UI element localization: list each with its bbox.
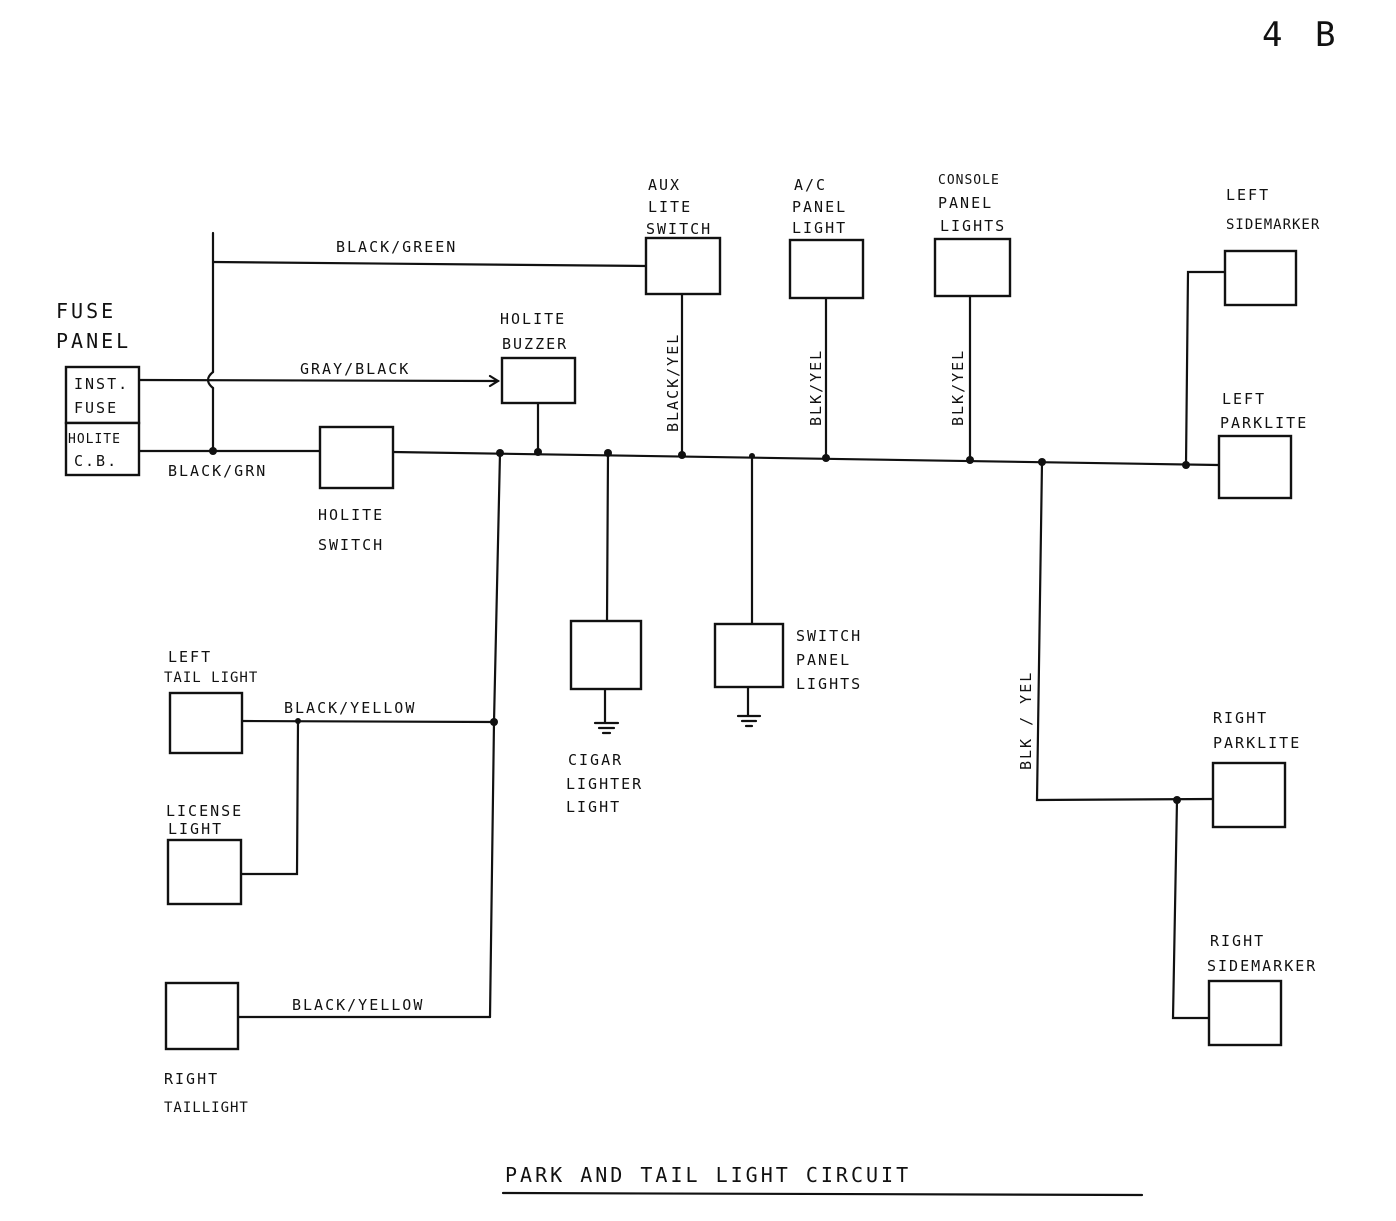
junctions (209, 447, 1190, 804)
holite-cb-box (64, 421, 141, 477)
console-panel-lights-label: PANEL (938, 194, 993, 212)
junction-dot (749, 453, 755, 459)
fuse-panel-label: FUSE (56, 299, 116, 323)
left-parklite-label: LEFT (1222, 390, 1266, 408)
right-sidemarker-label: RIGHT (1210, 932, 1265, 950)
aux-lite-switch-label: LITE (648, 198, 692, 216)
junction-dot (496, 449, 504, 457)
aux-lite-switch-box (644, 236, 722, 296)
main-bus-wire (391, 450, 1220, 467)
page-number: 4 B (1262, 15, 1341, 55)
junction-dot (209, 447, 217, 455)
holite-cb-label: C.B. (74, 452, 118, 470)
diagram-title: PARK AND TAIL LIGHT CIRCUIT (505, 1163, 911, 1187)
right-sidemarker-wire (1171, 798, 1211, 1020)
console-panel-lights-label: LIGHTS (940, 217, 1006, 235)
ac-light-wire-label: BLK/YEL (807, 349, 825, 426)
junction-dot (604, 449, 612, 457)
license-light-wire (239, 719, 300, 876)
ac-panel-light-box (788, 238, 865, 300)
left-tail-wire (240, 719, 496, 724)
holite-switch-box (318, 425, 395, 490)
right-side-wire-label: BLK / YEL (1017, 671, 1035, 770)
junction-dot (295, 718, 301, 724)
tail-light-vertical-wire (488, 451, 502, 1019)
console-light-wire-label: BLK/YEL (949, 349, 967, 426)
ac-panel-light-label: PANEL (792, 198, 847, 216)
labels: FUSE PANEL INST. FUSE HOLITE C.B. BLACK/… (56, 173, 1320, 1197)
left-sidemarker-wire (1184, 270, 1227, 467)
right-sidemarker-label: SIDEMARKER (1207, 957, 1317, 975)
right-parklite-box (1211, 761, 1287, 829)
inst-fuse-label: INST. (74, 375, 129, 393)
black-green-wire (211, 260, 648, 268)
gray-black-wire (137, 378, 500, 383)
cigar-lighter-light-label: CIGAR (568, 751, 623, 769)
junction-dot (1173, 796, 1181, 804)
ac-panel-light-label: A/C (794, 176, 827, 194)
junction-dot (678, 451, 686, 459)
right-parklite-label: RIGHT (1213, 709, 1268, 727)
wires (137, 231, 1227, 1020)
junction-dot (534, 448, 542, 456)
cigar-lighter-light-label: LIGHTER (566, 775, 643, 793)
license-light-label: LIGHT (168, 820, 223, 838)
switch-panel-lights-label: LIGHTS (796, 675, 862, 693)
junction-dot (1182, 461, 1190, 469)
cigar-light-drop-wire (605, 451, 610, 623)
junction-dot (490, 718, 498, 726)
right-tail-light-box (164, 981, 240, 1051)
left-tail-wire-label: BLACK/YELLOW (284, 699, 416, 717)
holite-switch-label: HOLITE (318, 506, 384, 524)
right-tail-light-label: TAILLIGHT (164, 1100, 249, 1116)
left-tail-light-label: TAIL LIGHT (164, 670, 258, 686)
aux-lite-switch-label: SWITCH (646, 220, 712, 238)
junction-dot (1038, 458, 1046, 466)
right-side-drop-wire (1035, 460, 1215, 802)
switch-panel-lights-box (713, 622, 785, 689)
right-parklite-label: PARKLITE (1213, 734, 1301, 752)
components (64, 236, 1298, 1051)
left-sidemarker-label: SIDEMARKER (1226, 217, 1320, 233)
ac-panel-light-label: LIGHT (792, 219, 847, 237)
cigar-lighter-light-box (569, 619, 643, 691)
holite-buzzer-label: BUZZER (502, 335, 568, 353)
cigar-lighter-light-label: LIGHT (566, 798, 621, 816)
license-light-box (166, 838, 243, 906)
buzzer-arrow (488, 374, 501, 388)
license-light-label: LICENSE (166, 802, 243, 820)
left-sidemarker-label: LEFT (1226, 186, 1270, 204)
console-panel-lights-label: CONSOLE (938, 173, 1000, 188)
switch-panel-lights-label: PANEL (796, 651, 851, 669)
fuse-panel-label: PANEL (56, 329, 131, 353)
holite-cb-label: HOLITE (68, 432, 121, 447)
left-parklite-label: PARKLITE (1220, 414, 1308, 432)
console-panel-lights-box (933, 237, 1012, 298)
inst-fuse-label: FUSE (74, 399, 118, 417)
gray-black-wire-label: GRAY/BLACK (300, 360, 410, 378)
black-grn-wire-label: BLACK/GRN (168, 462, 267, 480)
left-tail-light-box (168, 691, 244, 755)
switch-panel-lights-label: SWITCH (796, 627, 862, 645)
title-underline (501, 1191, 1144, 1197)
holite-switch-label: SWITCH (318, 536, 384, 554)
black-green-wire-label: BLACK/GREEN (336, 238, 457, 256)
holite-buzzer-label: HOLITE (500, 310, 566, 328)
right-tail-light-label: RIGHT (164, 1070, 219, 1088)
aux-switch-wire-label: BLACK/YEL (664, 333, 682, 432)
junction-dot (822, 454, 830, 462)
left-tail-light-label: LEFT (168, 648, 212, 666)
right-sidemarker-box (1207, 979, 1283, 1047)
left-sidemarker-box (1223, 249, 1298, 307)
aux-lite-switch-label: AUX (648, 176, 681, 194)
right-tail-wire-label: BLACK/YELLOW (292, 996, 424, 1014)
holite-buzzer-box (500, 356, 577, 405)
junction-dot (966, 456, 974, 464)
left-parklite-box (1217, 434, 1293, 500)
